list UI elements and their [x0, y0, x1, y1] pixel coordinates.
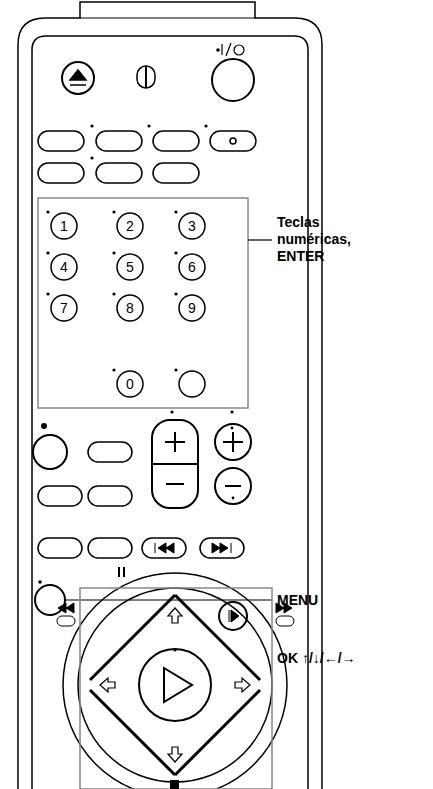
- indicator-dots: [170, 410, 234, 499]
- toggle-button: [137, 66, 155, 88]
- key-digit: 2: [120, 219, 140, 233]
- ok-button: [139, 649, 211, 721]
- plus-minus-symbol: [165, 432, 185, 484]
- pause-symbol: [119, 567, 124, 577]
- key-digit: 3: [182, 219, 202, 233]
- menu-button: [35, 585, 65, 615]
- function-button: [88, 442, 132, 462]
- function-button: [88, 538, 132, 558]
- indicator-dots: [90, 124, 207, 159]
- housing-seam: [80, 18, 255, 19]
- power-symbol: [222, 43, 231, 56]
- next-button: [200, 538, 244, 558]
- stop-symbol: [170, 780, 179, 789]
- key-digit: 7: [54, 301, 74, 315]
- ffwd-key: [276, 616, 294, 626]
- play-symbol: [164, 668, 192, 702]
- function-button: [38, 486, 82, 506]
- callout-label: OK ↑/↓/←/→: [277, 650, 363, 667]
- function-button: [88, 486, 132, 506]
- dpad-ring: [63, 573, 287, 789]
- prev-symbol: [155, 543, 174, 553]
- prev-button: [142, 538, 186, 558]
- rocker-button: [152, 420, 198, 508]
- key-digit: 1: [54, 219, 74, 233]
- rocker-divider: [152, 463, 198, 465]
- eject-symbol: [70, 70, 86, 85]
- callout-label: Teclas numéricas, ENTER: [277, 214, 377, 265]
- left-arrow: [100, 678, 115, 692]
- indicator-dot: [173, 648, 176, 651]
- indicator-dots: [46, 210, 177, 371]
- function-buttons: [38, 131, 256, 183]
- record-button: [33, 435, 67, 469]
- toggle-mark: [145, 66, 147, 88]
- power-symbol: [234, 45, 244, 55]
- leader-line: [248, 239, 272, 240]
- key-digit: 9: [182, 301, 202, 315]
- key-digit: 5: [120, 260, 140, 274]
- numpad-frame: [38, 198, 248, 408]
- record-dot: [41, 423, 47, 429]
- key-digit: 8: [120, 301, 140, 315]
- rewind-key: [57, 616, 75, 626]
- dpad-segments: [90, 595, 260, 775]
- dpad-ring: [78, 588, 272, 782]
- key-digit: 6: [182, 260, 202, 274]
- key-digit: 4: [54, 260, 74, 274]
- right-arrow: [235, 678, 250, 692]
- eject-button: [62, 62, 94, 94]
- power-dot: [216, 48, 220, 52]
- up-arrow: [168, 608, 182, 623]
- number-keys: [51, 213, 205, 397]
- key-digit: 0: [120, 377, 140, 391]
- power-button: [212, 59, 254, 101]
- function-button: [38, 538, 82, 558]
- ok-frame: [80, 588, 272, 789]
- plus-minus-symbol: [223, 432, 243, 486]
- callout-label: MENU: [277, 592, 377, 609]
- rewind-symbol: [58, 603, 74, 613]
- down-arrow: [168, 747, 182, 762]
- indicator-dot: [38, 580, 42, 584]
- front-panel: [32, 36, 308, 789]
- next-symbol: [212, 543, 231, 553]
